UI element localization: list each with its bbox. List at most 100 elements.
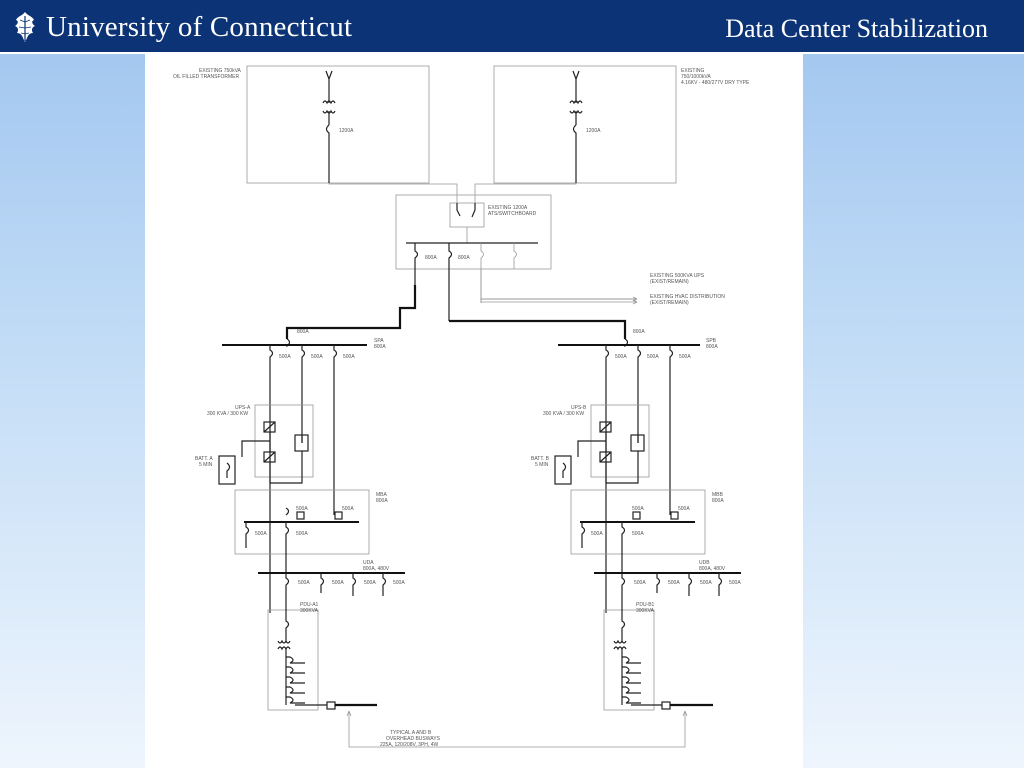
- spa-feeder-3-rating: 500A: [343, 354, 355, 360]
- ups-existing-label-l1: EXISTING 500KVA UPS: [650, 273, 705, 279]
- pdu-b1-label-l2: 300KVA: [636, 608, 655, 614]
- transformer-2-label-l1: EXISTING: [681, 68, 704, 74]
- transformer-2-breaker: 1200A: [586, 128, 601, 134]
- spb-feeder-1: [605, 345, 610, 613]
- one-line-diagram-svg: EXISTING 750kVA OIL FILLED TRANSFORMER E…: [173, 65, 750, 748]
- ats-switchboard-box: [395, 194, 552, 270]
- busway-label-l3: 225A, 120/208V, 3PH, 4W: [380, 742, 438, 748]
- ups-a-label-l1: UPS-A: [235, 405, 251, 411]
- side-a: 800A SPA 800A 500A 500A 500A UPS-A 300 K…: [195, 329, 405, 711]
- spa-main-breaker-rating: 800A: [297, 329, 309, 335]
- ats-feed-lines: [328, 183, 577, 203]
- mbb-breaker-2: 500A: [678, 506, 690, 512]
- mba-breaker-4: 500A: [296, 531, 308, 537]
- ups-b-battery-link: [577, 440, 606, 457]
- udb-breaker-1: 500A: [634, 580, 646, 586]
- spb-feeder-1-rating: 500A: [615, 354, 627, 360]
- mba-breaker-1: 500A: [296, 506, 308, 512]
- pdu-b1-breakers: [622, 656, 641, 704]
- battery-a-label-l1: BATT. A: [195, 456, 213, 462]
- hvac-existing-label-l2: (EXIST/REMAIN): [650, 300, 689, 306]
- battery-b-label-l2: 5 MIN: [535, 462, 549, 468]
- battery-a-label-l2: 5 MIN: [199, 462, 213, 468]
- ats-breaker-a-rating: 800A: [425, 255, 437, 261]
- mba-label-l1: MBA: [376, 492, 388, 498]
- udb-breaker-2: 500A: [668, 580, 680, 586]
- mbb-label-l2: 800A: [712, 498, 724, 504]
- uda-breaker-1: 500A: [298, 580, 310, 586]
- spa-label-l2: 800A: [374, 344, 386, 350]
- mbb-box: [570, 489, 706, 555]
- busway-label-l1: TYPICAL A AND B: [390, 730, 432, 736]
- feeder-to-spb: [449, 319, 627, 339]
- transformer-1-breaker: 1200A: [339, 128, 354, 134]
- udb-breaker-4: 500A: [729, 580, 741, 586]
- ats-switch-box: [449, 202, 485, 228]
- transformer-1-box: [246, 65, 430, 184]
- uda-breaker-2: 500A: [332, 580, 344, 586]
- spb-label-l1: SPB: [706, 338, 717, 344]
- udb-label-l1: UDB: [699, 560, 710, 566]
- ups-a-label-l2: 300 KVA / 300 KW: [207, 411, 248, 417]
- mbb-breaker-box-1: [632, 511, 641, 520]
- university-logo[interactable]: University of Connecticut: [10, 8, 352, 46]
- ups-existing-label-l2: (EXIST/REMAIN): [650, 279, 689, 285]
- busway-callout-bracket: [346, 710, 688, 748]
- mbb-label-l1: MBB: [712, 492, 724, 498]
- mba-breaker-2: 500A: [342, 506, 354, 512]
- spa-feeder-2-rating: 500A: [311, 354, 323, 360]
- ups-b-label-l2: 300 KVA / 300 KW: [543, 411, 584, 417]
- transformer-2-label-l3: 4.16KV - 480/277V DRY TYPE: [681, 80, 750, 86]
- spa-label-l1: SPA: [374, 338, 384, 344]
- pdu-b1-transformer: [613, 639, 627, 651]
- ats-breaker-spare: [513, 243, 517, 269]
- oak-leaf-icon: [15, 12, 35, 42]
- spb-feeder-3: [669, 345, 674, 515]
- one-line-diagram: EXISTING 750kVA OIL FILLED TRANSFORMER E…: [145, 53, 803, 768]
- transformer-2-label-l2: 750/1000kVA: [681, 74, 711, 80]
- ats-label-l2: ATS/SWITCHBOARD: [488, 211, 537, 217]
- uda-breaker-4: 500A: [393, 580, 405, 586]
- pdu-b1-box: [603, 609, 655, 711]
- pdu-a1-label-l1: PDU-A1: [300, 602, 319, 608]
- pdu-b1-label-l1: PDU-B1: [636, 602, 655, 608]
- spb-feeder-2: [637, 345, 642, 443]
- mba-label-l2: 800A: [376, 498, 388, 504]
- university-name: University of Connecticut: [46, 10, 353, 43]
- ats-breaker-a: [414, 243, 419, 285]
- mba-breaker-box-1: [296, 511, 305, 520]
- mba-breaker-3: 500A: [255, 531, 267, 537]
- mbb-breaker-4: 500A: [632, 531, 644, 537]
- mbb-breaker-3: 500A: [591, 531, 603, 537]
- ups-existing-arrow: [480, 269, 638, 302]
- mba-breaker-box-2: [334, 511, 343, 520]
- header-bar: University of Connecticut Data Center St…: [0, 0, 1024, 54]
- hvac-existing-arrow-line: [480, 269, 638, 305]
- transformer-1-label-l1: EXISTING 750kVA: [199, 68, 242, 74]
- ats-switch-symbol: [456, 203, 476, 218]
- uda-label-l1: UDA: [363, 560, 374, 566]
- pdu-a1-label-l2: 300KVA: [300, 608, 319, 614]
- pdu-a1-breakers: [286, 656, 305, 704]
- ups-a-battery-link: [241, 440, 270, 457]
- pdu-a1-box: [267, 609, 319, 711]
- side-b: 800A SPB 800A 500A 500A 500A UPS-B 300 K…: [531, 329, 741, 711]
- ats-breaker-ups: [480, 243, 637, 300]
- spb-main-breaker-rating: 800A: [633, 329, 645, 335]
- busway-b-tapbox: [661, 701, 671, 710]
- transformer-1-symbol: [322, 70, 336, 183]
- udb-breaker-3: 500A: [700, 580, 712, 586]
- mbb-breaker-1: 500A: [632, 506, 644, 512]
- ats-breaker-b: [448, 243, 453, 321]
- hvac-existing-label-l1: EXISTING HVAC DISTRIBUTION: [650, 294, 725, 300]
- mba-box: [234, 489, 370, 555]
- spa-feeder-3: [333, 345, 338, 515]
- pdu-a1-transformer: [277, 639, 291, 651]
- battery-b-box: [554, 455, 572, 485]
- spa-feeder-1-rating: 500A: [279, 354, 291, 360]
- uda-label-l2: 800A, 480V: [363, 566, 390, 572]
- slide-title: Data Center Stabilization: [725, 14, 988, 43]
- uda-breaker-3: 500A: [364, 580, 376, 586]
- spa-feeder-1: [269, 345, 274, 613]
- spb-label-l2: 800A: [706, 344, 718, 350]
